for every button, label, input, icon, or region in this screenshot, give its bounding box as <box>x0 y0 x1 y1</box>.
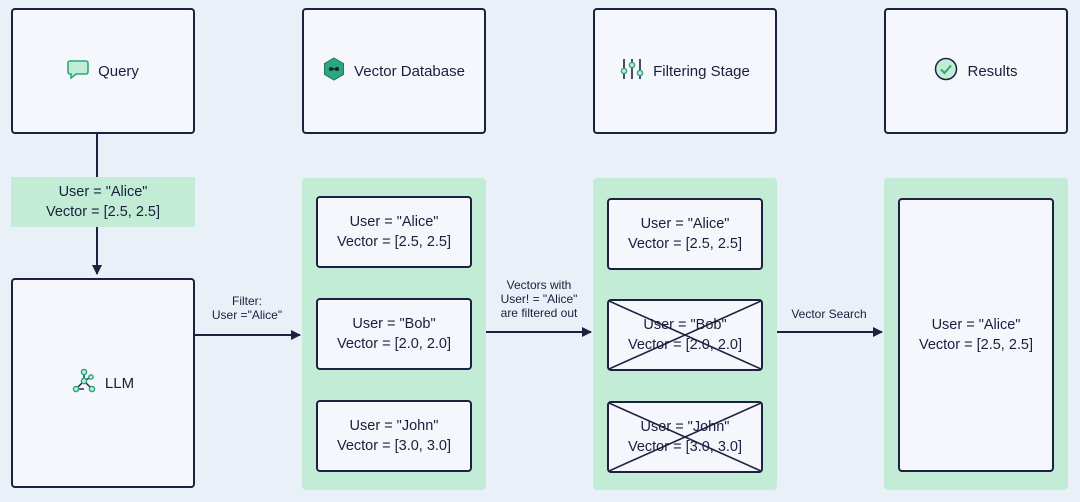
query-tag-user: User = "Alice" <box>58 184 148 200</box>
chat-bubble-icon <box>67 59 89 83</box>
vector-search-edge-label: Vector Search <box>777 307 881 321</box>
filter-card-user: User = "John" <box>640 419 730 435</box>
result-card-user: User = "Alice" <box>931 317 1021 333</box>
filter-card-vector: Vector = [2.0, 2.0] <box>627 337 743 353</box>
filter-edge-label-line1: Filter: <box>232 294 262 308</box>
check-circle-icon <box>934 57 958 85</box>
query-tag-vector: Vector = [2.5, 2.5] <box>45 204 161 220</box>
filtered-out-line2: User! = "Alice" <box>500 292 578 306</box>
filter-card-vector: Vector = [2.5, 2.5] <box>627 236 743 252</box>
results-header-label: Results <box>967 62 1018 80</box>
database-card-vector: Vector = [3.0, 3.0] <box>336 438 452 454</box>
filter-edge-label-line2: User ="Alice" <box>211 308 283 322</box>
database-card-alice: User = "Alice" Vector = [2.5, 2.5] <box>316 196 472 268</box>
network-nodes-icon <box>72 368 96 398</box>
results-header-box: Results <box>884 8 1068 134</box>
filter-card-user: User = "Alice" <box>640 216 730 232</box>
filtering-stage-header-label: Filtering Stage <box>653 62 750 80</box>
llm-box: LLM <box>11 278 195 488</box>
filter-card-vector: Vector = [3.0, 3.0] <box>627 439 743 455</box>
filter-card-user: User = "Bob" <box>643 317 727 333</box>
database-card-user: User = "Bob" <box>352 316 436 332</box>
filtered-out-line1: Vectors with <box>506 278 572 292</box>
database-card-vector: Vector = [2.5, 2.5] <box>336 234 452 250</box>
filter-edge-label: Filter: User ="Alice" <box>195 294 299 322</box>
database-card-user: User = "Alice" <box>349 214 439 230</box>
filtered-out-line3: are filtered out <box>500 306 578 320</box>
query-header-label: Query <box>98 62 139 80</box>
llm-label: LLM <box>104 374 135 392</box>
vector-database-header-label: Vector Database <box>354 62 465 80</box>
database-card-john: User = "John" Vector = [3.0, 3.0] <box>316 400 472 472</box>
database-hexagon-icon <box>323 57 345 85</box>
filtering-stage-header-box: Filtering Stage <box>593 8 777 134</box>
vector-database-header-box: Vector Database <box>302 8 486 134</box>
database-card-vector: Vector = [2.0, 2.0] <box>336 336 452 352</box>
vector-search-label: Vector Search <box>791 307 867 321</box>
query-header-box: Query <box>11 8 195 134</box>
filtered-out-edge-label: Vectors with User! = "Alice" are filtere… <box>486 278 592 320</box>
filter-card-bob: User = "Bob" Vector = [2.0, 2.0] <box>607 299 763 371</box>
result-card-vector: Vector = [2.5, 2.5] <box>918 337 1034 353</box>
filter-card-alice: User = "Alice" Vector = [2.5, 2.5] <box>607 198 763 270</box>
database-card-bob: User = "Bob" Vector = [2.0, 2.0] <box>316 298 472 370</box>
sliders-icon <box>620 58 644 84</box>
result-card-alice: User = "Alice" Vector = [2.5, 2.5] <box>898 198 1054 472</box>
database-card-user: User = "John" <box>349 418 439 434</box>
filter-card-john: User = "John" Vector = [3.0, 3.0] <box>607 401 763 473</box>
query-tag: User = "Alice" Vector = [2.5, 2.5] <box>11 177 195 227</box>
